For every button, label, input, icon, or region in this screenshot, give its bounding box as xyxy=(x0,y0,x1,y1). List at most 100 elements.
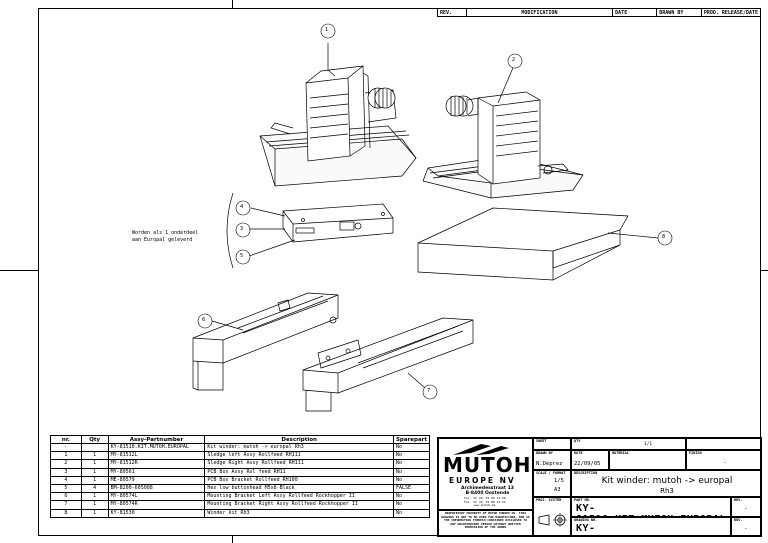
mounting-bracket-right-drawing xyxy=(302,317,474,412)
bom-row: 5 4 BM-8200-605008 Hex low buttonhead M5… xyxy=(50,483,431,494)
bom-cell-description: Mounting Bracket Right Assy Rollfeed Roc… xyxy=(204,500,394,510)
bom-cell-description: Winder kit Rh3 xyxy=(204,508,394,518)
bom-cell-description: PCB Box Assy Rol feed RH11 xyxy=(204,467,394,477)
assembly-note: Worden als 1 onderdeel aan Europal gelev… xyxy=(132,230,198,244)
bom-cell-nr: 4 xyxy=(50,475,82,485)
scale-cell: SCALE / FORMAT 1/5 A3 xyxy=(533,470,571,497)
bom-cell-sparepart: No xyxy=(392,492,431,502)
bom-header-partnumber: Assy-Partnumber xyxy=(107,435,206,444)
bom-cell-partnumber: ME-80579 xyxy=(107,475,206,485)
frame-tick-right xyxy=(761,270,768,271)
callout-1: 1 xyxy=(325,27,329,33)
company-logo-text: MUTOH xyxy=(443,453,532,477)
mutoh-swoosh-icon xyxy=(453,444,509,455)
bom-cell-nr: 7 xyxy=(50,500,82,510)
bom-header-row: nr. Qty Assy-Partnumber Description Spar… xyxy=(50,435,431,444)
bom-cell-sparepart: No xyxy=(392,451,431,461)
blank-top-right-cell xyxy=(686,438,761,450)
finish-value: - xyxy=(723,460,727,466)
callout-7: 7 xyxy=(427,388,431,394)
bom-cell-qty: 1 xyxy=(80,451,109,461)
part-number-cell: PART NR. KY-81510.KIT.MUTOH.EUROPAL xyxy=(571,497,731,517)
bom-cell-qty: 4 xyxy=(80,483,109,494)
bom-row: 3 1 MY-80561 PCB Box Assy Rol feed RH11 … xyxy=(50,467,431,477)
part-number-value: KY-81510.KIT.MUTOH.EUROPAL xyxy=(576,503,725,516)
drawing-number-value: KY-81510.KIT.MUTOH.EUROPAL xyxy=(576,523,725,536)
date-label: DATE xyxy=(574,451,583,455)
bom-row: 6 1 MY-80574L Mounting Bracket Left Assy… xyxy=(50,492,431,502)
proprietary-notice: PROPRIETARY PROPERTY OF MUTOH EUROPE NV.… xyxy=(441,511,530,530)
bom-cell-sparepart: No xyxy=(392,442,431,453)
drawn-by-label: DRAWN BY xyxy=(536,451,553,455)
callout-8: 8 xyxy=(662,234,666,240)
bill-of-materials: nr. Qty Assy-Partnumber Description Spar… xyxy=(50,435,431,518)
contact-fax: Fax. 32 (0) 59 80 13 51 xyxy=(464,499,506,504)
bom-cell-nr: 6 xyxy=(50,492,82,502)
bom-cell-nr: 8 xyxy=(50,508,82,518)
qty-cell: QTY 1/1 xyxy=(571,438,686,450)
bom-cell-qty: 1 xyxy=(80,500,109,510)
callout-2: 2 xyxy=(512,57,516,63)
drawing-frame xyxy=(38,8,761,536)
qty-label: QTY xyxy=(574,439,581,443)
bom-row: - KY-81510.KIT.MUTOH.EUROPAL Kit winder:… xyxy=(50,442,431,453)
bom-header-nr: nr. xyxy=(50,435,82,444)
finish-cell: FINISH - xyxy=(686,450,761,470)
bom-cell-qty: 1 xyxy=(80,492,109,502)
bom-row: 2 1 MY-81512R Sledge Right Assy Rollfeed… xyxy=(50,459,431,469)
drawing-number-label: DRAWING NR. xyxy=(574,518,598,522)
bom-cell-partnumber: BM-8200-605008 xyxy=(107,483,206,494)
scale-label: SCALE / FORMAT xyxy=(536,471,566,475)
sledge-left-drawing xyxy=(259,65,417,187)
contact-web: www.mutoh.be xyxy=(473,503,496,507)
bom-cell-description: PCB Box Bracket Rollfeed RH100 xyxy=(204,475,394,485)
company-name: EUROPE NV xyxy=(449,476,516,485)
bom-row: 1 1 MY-81512L Sledge left Assy Rollfeed … xyxy=(50,451,431,461)
note-line-1: Worden als 1 onderdeel xyxy=(132,230,199,236)
drawing-number-cell: DRAWING NR. KY-81510.KIT.MUTOH.EUROPAL xyxy=(571,517,731,537)
sheet-label: SHEET xyxy=(536,439,547,443)
bom-header-description: Description xyxy=(204,435,394,444)
bom-cell-nr: - xyxy=(50,442,82,453)
bom-cell-qty: 1 xyxy=(80,467,109,477)
bom-row: 7 1 MY-80574R Mounting Bracket Right Ass… xyxy=(50,500,431,510)
date-value: 22/09/05 xyxy=(574,461,601,467)
rev-col-date: DATE xyxy=(612,8,658,17)
material-label: MATERIAL xyxy=(612,451,629,455)
drawn-by-value: N.Deprez xyxy=(536,461,563,467)
bom-cell-partnumber: MY-81512R xyxy=(107,459,206,469)
rev-col-modification: MODIFICATION xyxy=(465,8,614,17)
bom-cell-partnumber: MY-80574R xyxy=(107,500,206,510)
bom-cell-sparepart: No xyxy=(392,508,431,518)
part-rev-cell: REV. - xyxy=(731,497,761,517)
bom-cell-qty: 1 xyxy=(80,475,109,485)
description-cell: DESCRIPTION Kit winder: mutoh -> europal… xyxy=(571,470,761,497)
projection-cell: PROJ. SYSTEM xyxy=(533,497,571,537)
note-line-2: aan Europal geleverd xyxy=(132,237,193,243)
description-label: DESCRIPTION xyxy=(574,471,598,475)
sledge-right-drawing xyxy=(422,91,584,199)
bom-cell-partnumber: MY-81512L xyxy=(107,451,206,461)
part-number-label: PART NR. xyxy=(574,498,591,502)
bom-cell-nr: 5 xyxy=(50,483,82,494)
sheet-cell: SHEET xyxy=(533,438,571,450)
drawn-by-cell: DRAWN BY N.Deprez xyxy=(533,450,571,470)
assembly-drawing xyxy=(192,23,673,412)
bom-cell-description: Mounting Bracket Left Assy Rollfeed Rock… xyxy=(204,492,394,502)
date-cell: DATE 22/09/05 xyxy=(571,450,609,470)
company-logo-cell: MUTOH EUROPE NV Archimedesstraat 13 B-84… xyxy=(438,438,533,510)
bom-cell-qty: 1 xyxy=(80,459,109,469)
finish-label: FINISH xyxy=(689,451,702,455)
callout-3: 3 xyxy=(240,226,244,232)
drawing-rev-cell: REV. - xyxy=(731,517,761,537)
bom-row: 4 1 ME-80579 PCB Box Bracket Rollfeed RH… xyxy=(50,475,431,485)
rev-col-release: PROD. RELEASE/DATE xyxy=(700,8,762,17)
bom-cell-sparepart: No xyxy=(392,475,431,485)
bom-cell-nr: 1 xyxy=(50,451,82,461)
bom-cell-partnumber: MY-80561 xyxy=(107,467,206,477)
frame-tick-bottom xyxy=(232,536,233,543)
bom-cell-partnumber: KY-81530 xyxy=(107,508,206,518)
bom-cell-qty: 1 xyxy=(80,508,109,518)
bom-cell-partnumber: KY-81510.KIT.MUTOH.EUROPAL xyxy=(107,442,206,453)
company-address: Archimedesstraat 13 B-8400 Oostende xyxy=(461,486,514,496)
